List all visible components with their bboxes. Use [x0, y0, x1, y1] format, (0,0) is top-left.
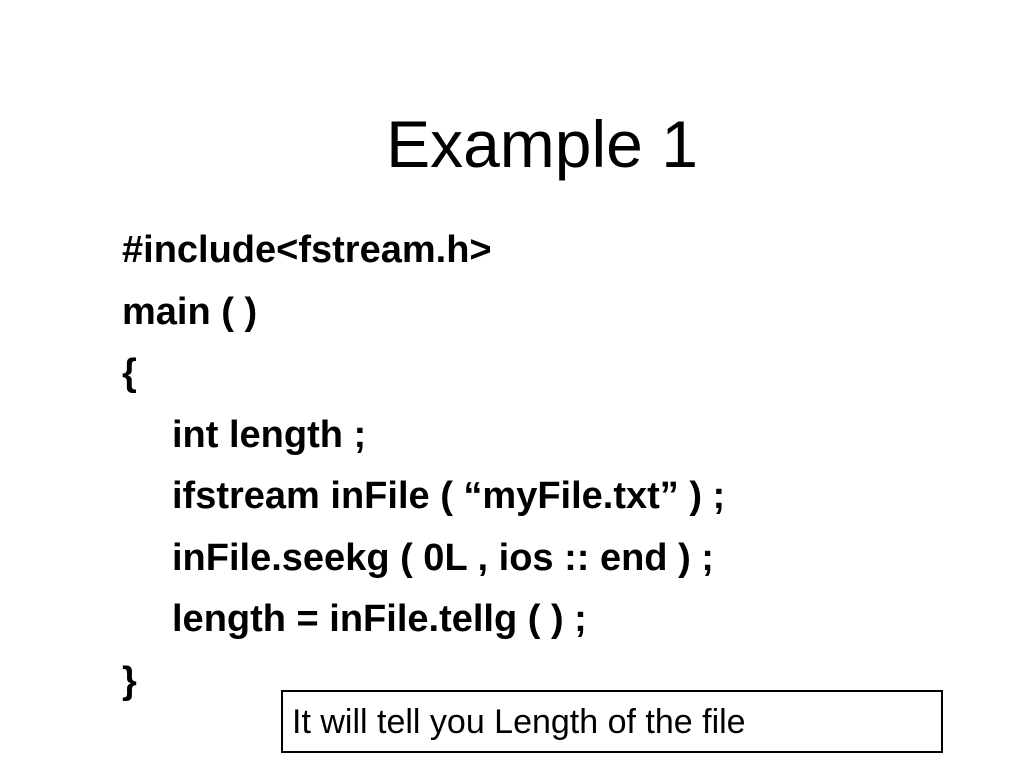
code-line-seekg: inFile.seekg ( 0L , ios :: end ) ; [172, 536, 714, 579]
callout-text: It will tell you Length of the file [292, 703, 746, 741]
code-line-open-brace: { [122, 352, 137, 394]
code-block: #include<fstream.h> main ( ) { int lengt… [122, 220, 725, 712]
callout-box: It will tell you Length of the file [281, 690, 943, 753]
code-line-close-brace: } [122, 659, 137, 702]
code-line-declare-length: int length ; [172, 413, 367, 456]
code-line-main: main ( ) [122, 290, 258, 333]
code-line-include: #include<fstream.h> [122, 229, 492, 271]
code-line-ifstream: ifstream inFile ( “myFile.txt” ) ; [172, 475, 726, 517]
code-line-tellg: length = inFile.tellg ( ) ; [172, 598, 587, 640]
slide-title: Example 1 [386, 107, 698, 181]
